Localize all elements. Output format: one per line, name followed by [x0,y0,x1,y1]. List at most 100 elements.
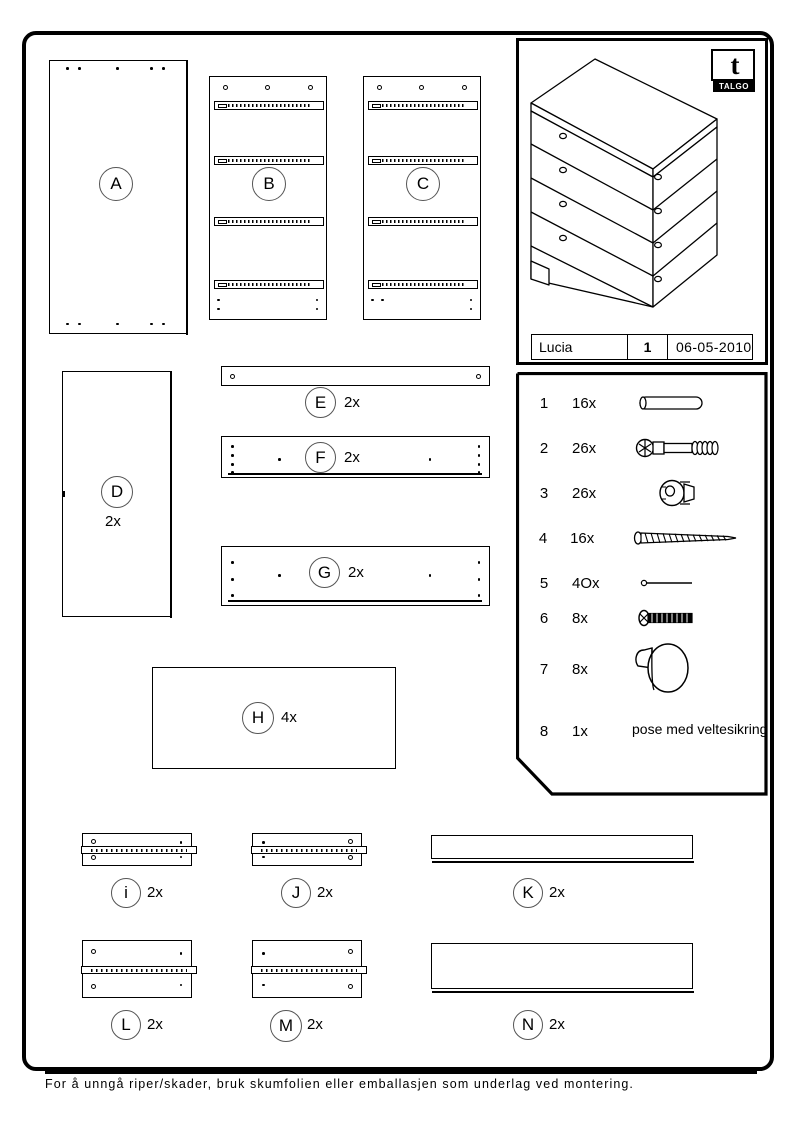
hardware-number: 6 [539,609,549,627]
drawer-divider-4 [530,245,654,308]
talgo-logo: t TALGO [711,49,757,93]
part-label-b-text: B [263,174,275,193]
part-label-i: i [111,878,141,908]
part-qty-h: 4x [281,709,297,726]
part-d-panel [62,371,172,618]
part-n-panel [431,943,694,993]
part-label-k: K [513,878,543,908]
part-qty-d: 2x [105,513,121,530]
hardware-number: 4 [538,529,548,547]
knob-side-4 [654,275,663,283]
hardware-description: pose med veltesikring [632,712,768,750]
hardware-row: 3 26x [516,474,768,512]
knob-front-4 [558,234,567,242]
knob-front-2 [558,166,567,174]
panel-nail-icon [632,564,768,602]
part-label-c: C [406,167,440,201]
hardware-number: 3 [539,484,549,502]
knob-side-3 [654,241,663,249]
part-label-g: G [309,557,340,588]
part-label-i-text: i [124,883,128,902]
drawer-divider-side-3 [652,222,718,277]
hardware-number: 1 [539,394,549,412]
part-label-k-text: K [522,883,534,902]
wood-screw-icon [628,519,768,557]
dresser-plinth [530,260,550,286]
hardware-row: 5 4Ox [516,564,768,602]
drawer-divider-3 [530,211,654,277]
part-j-panel [251,833,367,866]
part-label-l: L [111,1010,141,1040]
part-label-c-text: C [416,174,430,193]
drawer-divider-2 [530,177,654,244]
part-label-h-text: H [251,708,265,727]
hardware-qty: 16x [572,394,597,412]
part-i-panel [81,833,197,866]
cam-lock-disc-icon [632,474,768,512]
hardware-number: 5 [539,574,549,592]
part-g-panel [221,546,490,606]
knob-side-1 [654,173,663,181]
part-label-j: J [281,878,311,908]
hardware-row: 7 8x [516,634,768,704]
drawer-knob-icon [632,634,768,704]
part-label-h: H [242,702,274,734]
part-label-d-text: D [110,482,124,501]
part-qty-f: 2x [344,449,360,466]
knob-front-1 [558,132,567,140]
part-qty-g: 2x [348,564,364,581]
drawer-divider-side-2 [652,190,718,244]
hardware-qty: 8x [572,660,588,678]
product-name: Lucia [532,335,628,359]
part-h-panel [152,667,396,769]
hardware-qty: 26x [572,484,597,502]
hardware-number: 2 [539,439,549,457]
hardware-number: 7 [539,660,549,678]
part-label-j-text: J [291,883,301,902]
drawer-divider-1 [530,143,654,211]
knob-front-3 [558,200,567,208]
hardware-row: 8 1x pose med veltesikring [516,712,768,750]
drawer-divider-side-1 [652,158,718,211]
hardware-description-text: pose med veltesikring [632,721,768,737]
hardware-row: 4 16x [516,519,768,557]
hardware-qty: 4Ox [572,574,600,592]
part-label-n-text: N [521,1015,535,1034]
hardware-qty: 8x [572,609,588,627]
part-m-panel [251,940,367,998]
part-label-e: E [305,387,336,418]
part-label-g-text: G [317,562,332,582]
part-label-m-text: M [278,1016,294,1035]
hardware-qty: 1x [572,722,588,740]
part-qty-j: 2x [317,884,333,901]
part-qty-e: 2x [344,394,360,411]
page-border [22,31,774,1071]
part-label-f-text: F [315,447,326,467]
logo-t-glyph: t [730,50,740,80]
part-k-panel [431,835,694,863]
part-label-f: F [305,442,336,473]
page-number: 1 [628,335,668,359]
part-f-panel [221,436,490,478]
part-e-panel [221,366,490,386]
hardware-list-panel: 1 16x 2 26x [516,372,768,796]
part-qty-i: 2x [147,884,163,901]
knob-side-2 [654,207,663,215]
part-qty-k: 2x [549,884,565,901]
part-label-e-text: E [314,392,327,412]
dresser-drawing [530,58,718,308]
part-label-a: A [99,167,133,201]
hardware-row: 1 16x [516,384,768,422]
part-qty-n: 2x [549,1016,565,1033]
part-label-a-text: A [110,174,122,193]
revision-date: 06-05-2010 [676,339,752,355]
part-label-l-text: L [121,1015,131,1034]
cam-bolt-icon [632,429,768,467]
hardware-qty: 26x [572,439,597,457]
machine-bolt-icon [632,599,768,637]
product-illustration-panel: t TALGO [516,38,768,365]
part-l-panel [81,940,197,998]
footer-note: For å unngå riper/skader, bruk skumfolie… [45,1077,635,1091]
hardware-number: 8 [539,722,549,740]
hardware-row: 2 26x [516,429,768,467]
